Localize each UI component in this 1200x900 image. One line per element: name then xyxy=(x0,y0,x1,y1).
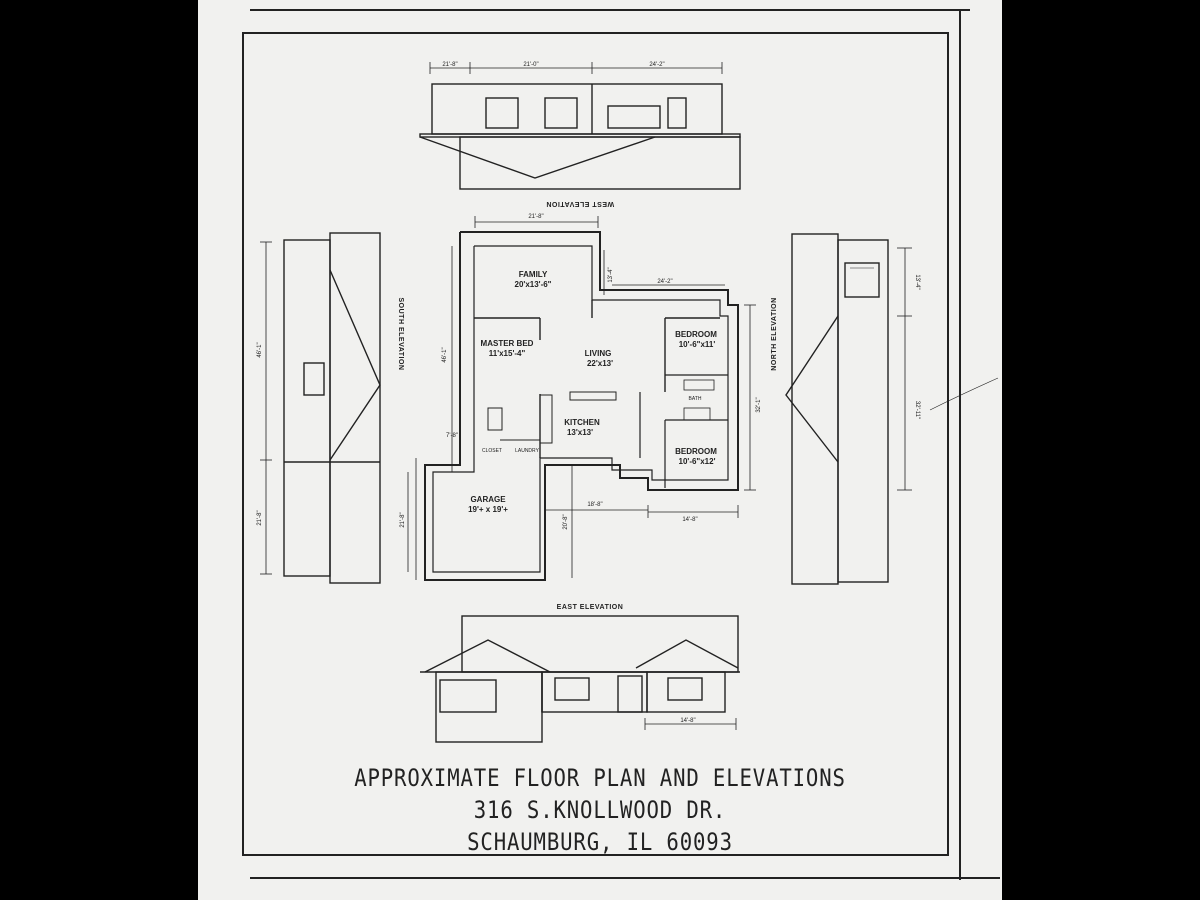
dim-plan-right-top: 24'-2" xyxy=(657,279,672,285)
title-line-3: SCHAUMBURG, IL 60093 xyxy=(467,828,733,856)
room-living-name: LIVING xyxy=(585,349,612,358)
dim-plan-left: 46'-1" xyxy=(442,347,448,362)
south-elevation-label: SOUTH ELEVATION xyxy=(397,298,404,371)
room-family-name: FAMILY xyxy=(519,270,548,279)
dim-garage-left: 21'-8" xyxy=(400,512,406,527)
room-bedroom1-size: 10'-6"x11' xyxy=(679,340,716,349)
room-living-size: 22'x13' xyxy=(587,359,613,368)
room-garage-size: 19'+ x 19'+ xyxy=(468,505,508,514)
laundry-label: LAUNDRY xyxy=(515,448,539,454)
room-bedroom2-size: 10'-6"x12' xyxy=(679,457,716,466)
room-master-name: MASTER BED xyxy=(481,339,534,348)
drawing-frame xyxy=(242,32,949,856)
room-master-size: 11'x15'-4" xyxy=(489,349,526,358)
dim-plan-top: 21'-8" xyxy=(528,214,543,220)
room-kitchen-name: KITCHEN xyxy=(564,418,600,427)
dim-south-a: 46'-1" xyxy=(257,342,263,357)
dim-plan-right: 32'-1" xyxy=(756,397,762,412)
east-elevation-label: EAST ELEVATION xyxy=(557,604,624,611)
dim-small-left: 7'-8" xyxy=(446,433,458,439)
east-elevation xyxy=(420,615,740,743)
blueprint-paper xyxy=(198,0,1002,900)
title-line-2: 316 S.KNOLLWOOD DR. xyxy=(473,796,727,824)
dim-west-a: 21'-8" xyxy=(442,62,457,68)
dim-step: 13'-4" xyxy=(608,267,614,282)
closet-label: CLOSET xyxy=(482,448,502,454)
dim-east-a: 14'-8" xyxy=(680,718,695,724)
room-bedroom2-name: BEDROOM xyxy=(675,447,717,456)
north-elevation-label: NORTH ELEVATION xyxy=(771,297,778,370)
west-elevation-label: WEST ELEVATION xyxy=(546,200,614,207)
dim-south-b: 21'-8" xyxy=(257,510,263,525)
title-block: APPROXIMATE FLOOR PLAN AND ELEVATIONS 31… xyxy=(0,762,1200,858)
dim-bottom-mid: 18'-8" xyxy=(587,502,602,508)
room-kitchen-size: 13'x13' xyxy=(567,428,593,437)
title-line-1: APPROXIMATE FLOOR PLAN AND ELEVATIONS xyxy=(354,764,846,792)
room-family-size: 20'x13'-6" xyxy=(515,280,552,289)
dim-north-a: 13'-4" xyxy=(914,274,920,289)
south-elevation xyxy=(260,232,381,584)
dim-north-b: 32'-11" xyxy=(914,401,920,419)
floor-plan xyxy=(407,216,756,581)
dim-west-b: 21'-0" xyxy=(523,62,538,68)
room-bedroom1-name: BEDROOM xyxy=(675,330,717,339)
bath-label: BATH xyxy=(689,396,702,402)
room-garage-name: GARAGE xyxy=(470,495,506,504)
dim-west-c: 24'-2" xyxy=(649,62,664,68)
dim-garage-bottom: 20'-8" xyxy=(563,514,569,529)
west-elevation xyxy=(419,62,741,190)
dim-bottom-right: 14'-8" xyxy=(682,517,697,523)
north-elevation xyxy=(785,233,999,585)
